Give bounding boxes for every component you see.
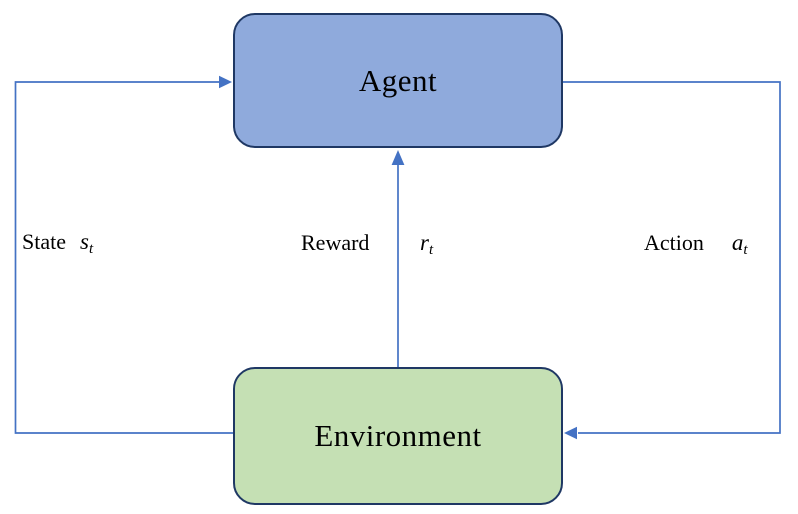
environment-node: Environment <box>233 367 563 505</box>
state-symbol: st <box>80 229 94 257</box>
reward-edge-label: Reward <box>301 230 369 256</box>
state-arrowhead-icon <box>219 75 232 89</box>
action-label-text: Action <box>644 230 704 255</box>
reward-symbol-label: rt <box>420 230 434 258</box>
reward-arrow <box>391 150 405 367</box>
reward-symbol: rt <box>420 230 434 258</box>
environment-node-label: Environment <box>314 418 482 453</box>
state-edge-label: State st <box>22 229 94 257</box>
state-arrow <box>14 75 233 434</box>
reward-arrowhead-icon <box>391 150 405 165</box>
reward-label-text: Reward <box>301 230 370 255</box>
action-edge-label: Action at <box>644 230 748 258</box>
action-symbol: at <box>731 230 748 258</box>
action-arrowhead-icon <box>564 426 577 440</box>
state-label-text: State <box>22 229 66 254</box>
agent-node-label: Agent <box>358 62 438 98</box>
action-arrow <box>563 81 781 440</box>
agent-node: Agent <box>233 13 563 148</box>
